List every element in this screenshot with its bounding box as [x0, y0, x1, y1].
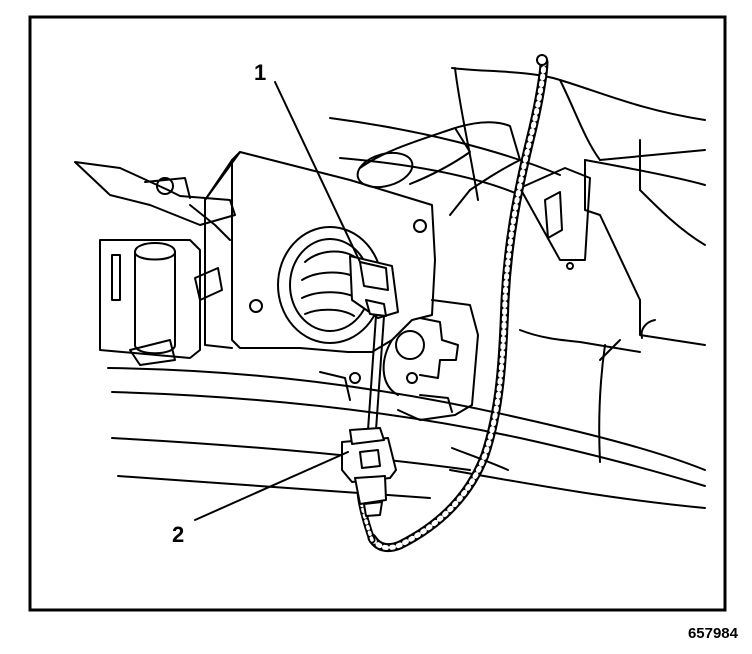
callout-leader-lines — [194, 81, 361, 521]
lamp-housing-tube — [356, 121, 521, 216]
figure-frame — [28, 15, 727, 612]
callout-label-1: 1 — [254, 60, 266, 85]
figure-number: 657984 — [687, 625, 738, 642]
lamp-adjuster-clip — [319, 299, 479, 421]
body-structure-right — [451, 67, 706, 463]
callout-label-2: 2 — [172, 522, 184, 547]
bulb-connector-item-1 — [349, 255, 399, 319]
side-marker-lamp — [74, 161, 236, 366]
lamp-mounting-bracket — [204, 151, 436, 353]
connector-wires — [367, 315, 385, 431]
bumper-fascia-lines — [107, 117, 706, 509]
harness-connector-item-2 — [341, 427, 397, 517]
